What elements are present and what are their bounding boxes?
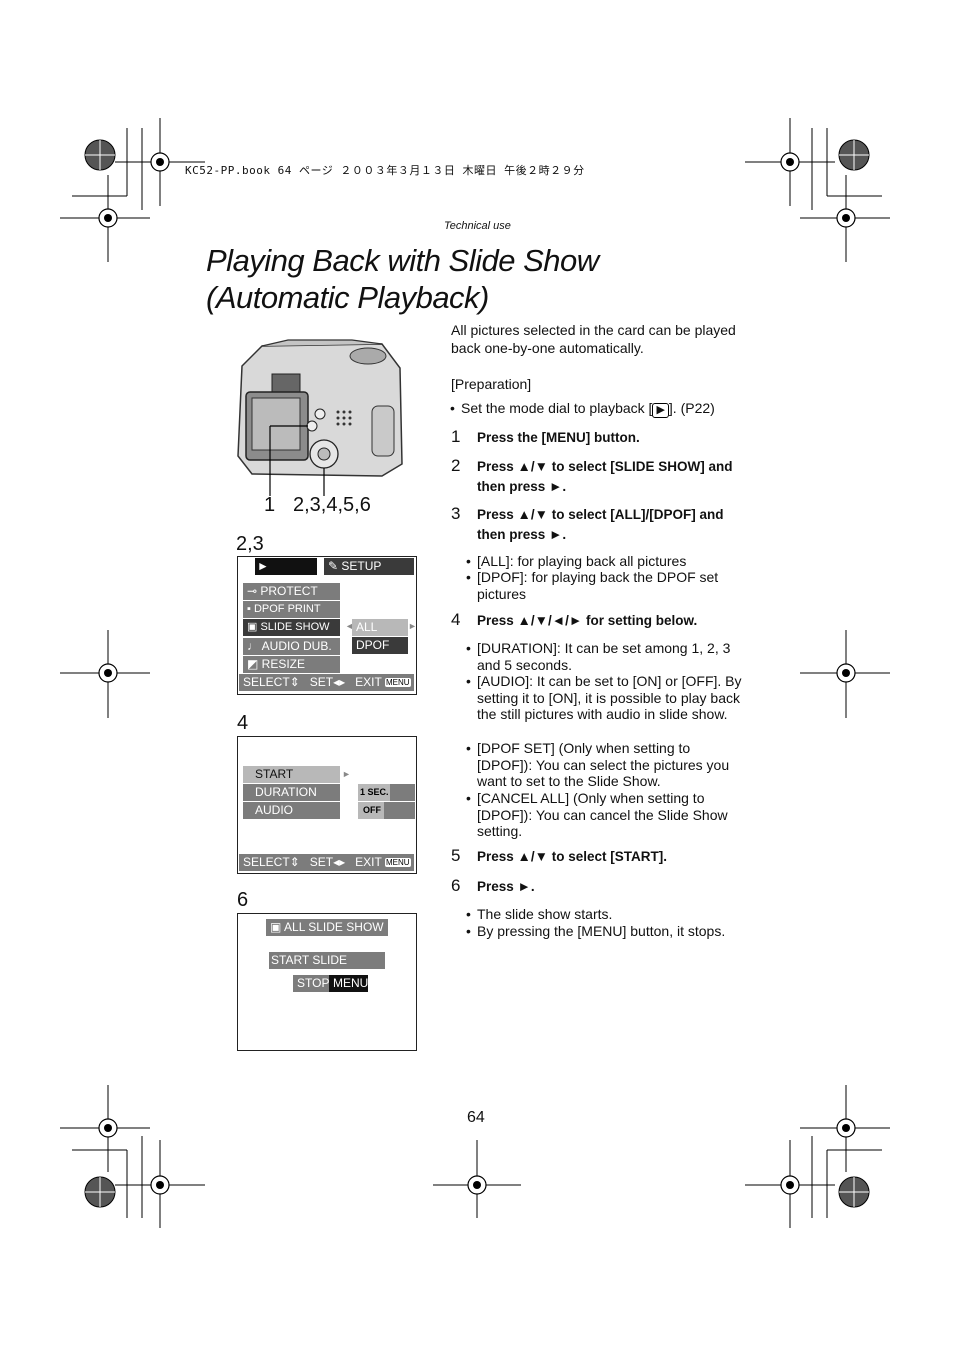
slideshow-icon: ▣ [270,920,285,934]
setting-start: START [243,766,340,783]
slideshow-settings-screen: START ► DURATION AUDIO 1 SEC. OFF SELECT… [237,736,417,874]
screen3-label: 6 [237,889,249,911]
screen1-footer: SELECT⇕ SET◂▸ EXIT MENU [239,674,414,691]
key-icon: ⊸ [247,584,261,598]
duration-fill [390,784,415,801]
menu-key-label: MENU [329,975,368,992]
step-3-text: Press ▲/▼ to select [ALL]/[DPOF] and the… [477,507,724,542]
menu-item-resize: ◩ RESIZE [243,656,340,673]
setting-audio: AUDIO [243,802,340,819]
resize-icon: ◩ [247,657,262,671]
screen2-label: 4 [237,712,249,734]
option-all: ALL [352,619,408,636]
step-6-text: Press ►. [477,879,535,894]
menu-item-audio-dub: ♩ AUDIO DUB. [243,638,340,655]
step-3-bullet-all: •[ALL]: for playing back all pictures [466,553,687,569]
step-4-bullet-cancel-all: •[CANCEL ALL] (Only when setting to [DPO… [466,790,728,839]
page-title: Playing Back with Slide Show (Automatic … [206,242,599,316]
title-line-2: (Automatic Playback) [206,280,489,315]
stop-label: STOP [293,975,329,992]
option-dpof: DPOF [352,637,408,654]
step-3-number: 3 [451,504,461,523]
step-3-bullet-dpof: •[DPOF]: for playing back the DPOF set p… [466,569,719,602]
title-line-1: Playing Back with Slide Show [206,243,599,278]
play-icon: ► [257,559,269,573]
audio-value: OFF [358,802,384,819]
start-arrow-icon: ► [342,769,351,779]
step-2-number: 2 [451,456,461,475]
tab-play: ► PLAY1/2 [255,558,317,590]
step-6-number: 6 [451,876,461,895]
all-slide-show-title: ▣ ALL SLIDE SHOW [266,919,388,936]
step-2-text: Press ▲/▼ to select [SLIDE SHOW] and the… [477,459,733,494]
section-label: Technical use [444,220,511,232]
step-4-bullet-duration: •[DURATION]: It can be set among 1, 2, 3… [466,640,731,673]
audio-fill [384,802,415,819]
step-5-text: Press ▲/▼ to select [START]. [477,849,668,864]
left-arrow-icon: ◄ [345,621,354,631]
camera-illustration [237,339,403,496]
book-header-line: KC52-PP.book 64 ページ ２００３年３月１３日 木曜日 午後２時２… [185,164,585,177]
step-1-number: 1 [451,427,461,446]
wrench-icon: ✎ [328,559,339,573]
slideshow-running-screen: ▣ ALL SLIDE SHOW START SLIDE SHOW STOP M… [237,913,417,1051]
screen1-label: 2,3 [236,533,264,555]
step-4-bullet-audio: •[AUDIO]: It can be set to [ON] or [OFF]… [466,673,742,722]
updown-icon: ⇕ [289,855,300,869]
step-6-bullet-starts: •The slide show starts. [466,906,613,922]
duration-value: 1 SEC. [358,784,390,801]
preparation-label: [Preparation] [451,376,532,392]
menu-item-slide-show: ▣ SLIDE SHOW [243,619,340,636]
step-4-text: Press ▲/▼/◄/► for setting below. [477,613,698,628]
playback-mode-icon: ▶ [652,403,669,418]
start-slide-show-label: START SLIDE SHOW [269,952,385,984]
leftright-icon: ◂▸ [333,675,346,689]
menu-item-protect: ⊸ PROTECT [243,583,340,600]
page-number: 64 [467,1109,485,1126]
right-arrow-icon: ► [408,621,417,631]
camera-label-2to6: 2,3,4,5,6 [293,494,371,516]
mic-icon: ♩ [247,639,262,653]
slideshow-icon: ▣ [247,621,261,633]
updown-icon: ⇕ [289,675,300,689]
step-4-number: 4 [451,610,461,629]
step-5-number: 5 [451,846,461,865]
preparation-bullet: • Set the mode dial to playback [▶]. (P2… [450,400,715,418]
menu-screen-play: ► PLAY1/2 ✎ SETUP ⊸ PROTECT ▪ DPOF PRINT… [237,556,417,695]
camera-label-1: 1 [264,494,276,516]
setting-duration: DURATION [243,784,340,801]
menu-item-dpof-print: ▪ DPOF PRINT [243,601,340,618]
leftright-icon: ◂▸ [333,855,346,869]
step-6-bullet-stops: •By pressing the [MENU] button, it stops… [466,923,726,939]
screen2-footer: SELECT⇕ SET◂▸ EXIT MENU [239,854,414,871]
intro-text: All pictures selected in the card can be… [451,322,736,356]
step-1-text: Press the [MENU] button. [477,430,640,445]
print-icon: ▪ [247,603,254,615]
step-4-bullet-dpof-set: •[DPOF SET] (Only when setting to [DPOF]… [466,740,730,789]
tab-setup: ✎ SETUP [324,558,414,575]
